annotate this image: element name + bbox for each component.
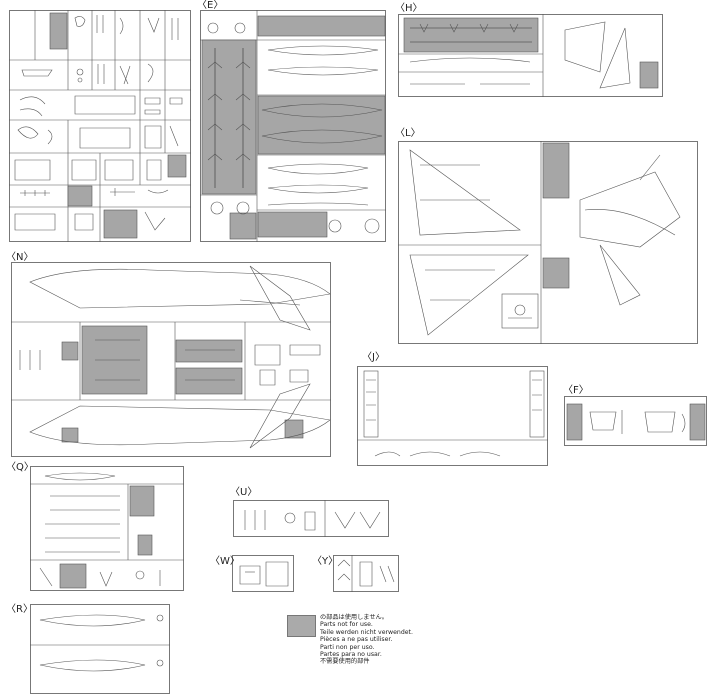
group-label-e: 〈E〉 [197,0,224,11]
h-parts [409,21,631,89]
group-label-l: 〈L〉 [395,128,421,139]
w-parts [239,561,289,587]
n-parts [19,265,331,449]
legend-line-ja: の部品は使用しません。 [320,614,388,621]
legend-line-en: Parts not for use. [320,621,373,629]
unused-part-swatch [287,615,316,637]
legend-line-de: Teile werden nicht verwendet. [320,628,413,636]
f-parts [589,410,686,434]
r-parts [30,614,170,672]
sprue-frame-j [357,366,548,466]
e-parts [207,22,383,234]
group-label-q: 〈Q〉 [6,462,34,473]
legend-line-es: Partes para no usar. [320,651,382,659]
topleft-small-parts [14,15,183,231]
sprue-frame-r [30,604,170,694]
group-label-j: 〈J〉 [362,352,385,363]
sprue-frame-q [30,466,184,591]
q-parts [39,472,161,587]
group-label-u: 〈U〉 [230,487,258,498]
sprue-frame-f [564,396,707,446]
group-label-f: 〈F〉 [563,385,589,396]
legend-line-zh: 不需要使用的部件 [320,658,370,666]
unused-parts-legend: の部品は使用しません。 Parts not for use. Teile wer… [320,614,413,666]
sprue-frame-u [233,500,389,537]
topleft-grid [9,10,191,242]
l-parts [409,149,681,336]
j-parts [366,379,542,457]
group-label-y: 〈Y〉 [312,556,339,567]
group-label-h: 〈H〉 [395,3,423,14]
group-label-r: 〈R〉 [6,604,33,615]
u-parts [244,500,381,537]
group-label-w: 〈W〉 [210,556,240,567]
legend-line-it: Parti non per uso. [320,643,375,651]
group-label-n: 〈N〉 [6,252,34,263]
legend-line-fr: Pièces a ne pas utiliser. [320,636,393,644]
y-parts [337,555,395,592]
